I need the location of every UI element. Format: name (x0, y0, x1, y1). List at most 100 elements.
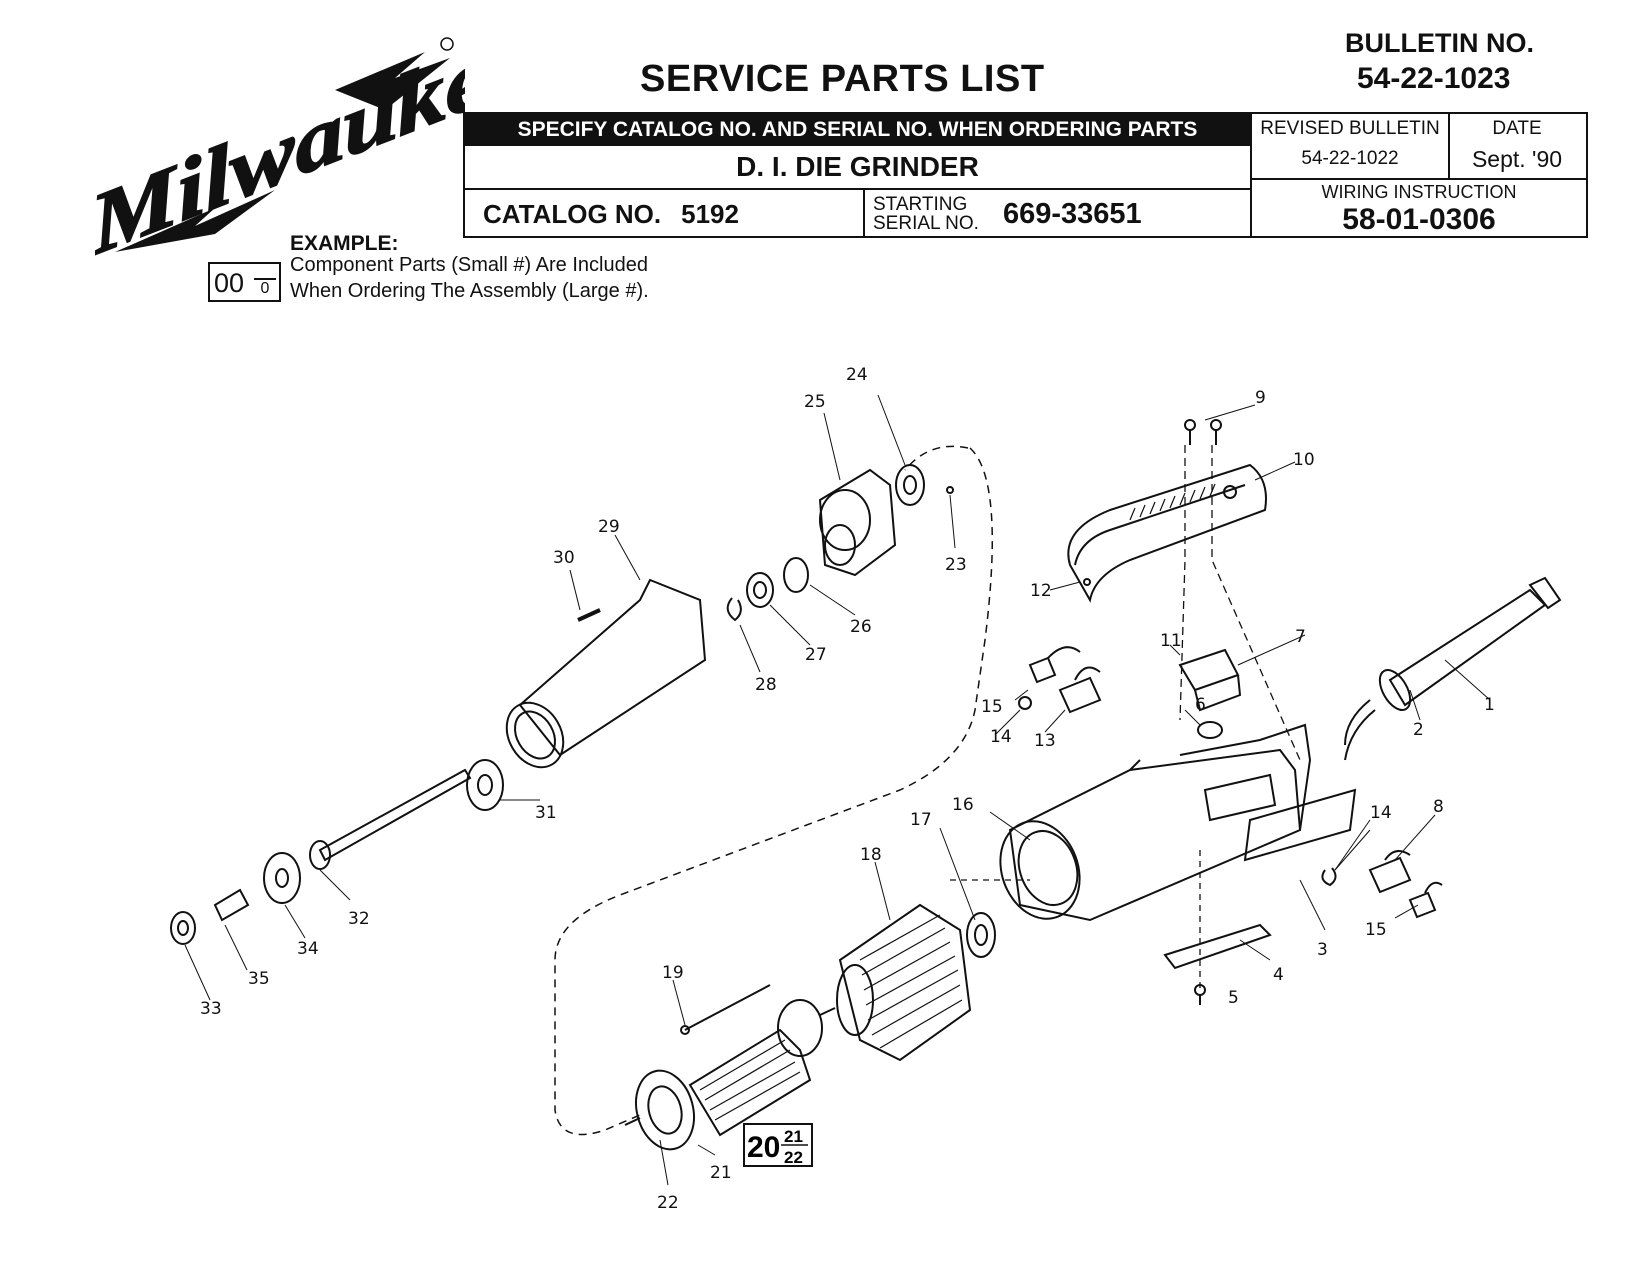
assembly-dashed-path (554, 447, 993, 1136)
part-label-19: 19 (662, 963, 684, 983)
example-line2: When Ordering The Assembly (Large #). (290, 280, 649, 302)
part-label-30: 30 (553, 548, 575, 568)
part-label-10: 10 (1293, 450, 1315, 470)
part-label-31: 31 (535, 803, 557, 823)
screws-9 (1184, 419, 1222, 445)
part-label-5: 5 (1228, 988, 1239, 1008)
assembly-main-number: 20 (747, 1131, 780, 1164)
through-bolt-19 (684, 984, 771, 1031)
assembly-sub-bottom: 22 (784, 1148, 803, 1167)
brush-holder-8 (1368, 850, 1412, 894)
bearing-24 (895, 464, 925, 506)
screw-12 (1083, 578, 1091, 586)
part-label-34: 34 (297, 939, 319, 959)
bearing-27 (746, 572, 774, 608)
part-label-24: 24 (846, 365, 868, 385)
spindle-housing-part (505, 578, 707, 769)
document-title: SERVICE PARTS LIST (640, 58, 1045, 100)
part-label-9: 9 (1255, 388, 1266, 408)
example-label: EXAMPLE: (290, 232, 399, 255)
switch-cover-part (1067, 463, 1267, 603)
part-label-6: 6 (1195, 695, 1206, 715)
motor-housing-part (999, 723, 1312, 922)
screw-30 (577, 608, 601, 622)
assembly-sub-top: 21 (784, 1127, 803, 1146)
part-label-7: 7 (1295, 627, 1306, 647)
bulletin-label: BULLETIN NO. (1345, 28, 1534, 58)
catalog-number: 5192 (681, 198, 739, 229)
part-label-25: 25 (804, 392, 826, 412)
part-label-13: 13 (1034, 731, 1056, 751)
date-cell: DATE Sept. '90 (1448, 114, 1586, 180)
armature-part (624, 999, 836, 1151)
brush-holder-13 (1058, 666, 1102, 714)
serial-cell: STARTING SERIAL NO. 669-33651 (865, 190, 1250, 238)
header-table: SPECIFY CATALOG NO. AND SERIAL NO. WHEN … (463, 112, 1588, 238)
example-box: 00 0 (208, 262, 281, 302)
product-name: D. I. DIE GRINDER (465, 146, 1250, 190)
bearing-31 (466, 759, 504, 811)
assembly-box-20: 20 21 22 (743, 1123, 813, 1167)
part-label-32: 32 (348, 909, 370, 929)
part-label-35: 35 (248, 969, 270, 989)
part-label-2: 2 (1413, 720, 1424, 740)
part-label-22: 22 (657, 1193, 679, 1213)
retaining-ring-28 (726, 597, 742, 622)
part-label-18: 18 (860, 845, 882, 865)
part-label-11: 11 (1160, 631, 1182, 651)
serial-label-line2: SERIAL NO. (873, 213, 979, 234)
serial-label: STARTING SERIAL NO. (873, 195, 979, 233)
date-value: Sept. '90 (1471, 146, 1563, 172)
part-label-28: 28 (755, 675, 777, 695)
nameplate-part (1243, 788, 1357, 862)
example-box-large: 00 (214, 268, 245, 298)
spring-14-lower (1321, 867, 1337, 887)
part-labels: 1 2 3 4 5 6 7 8 9 10 11 12 13 14 14 15 1… (200, 365, 1495, 1213)
specify-banner: SPECIFY CATALOG NO. AND SERIAL NO. WHEN … (465, 114, 1250, 146)
collar-34 (263, 852, 301, 904)
part-label-15-upper: 15 (981, 697, 1003, 717)
screw-23 (946, 486, 954, 494)
revised-number: 54-22-1022 (1301, 148, 1399, 169)
spring-14-upper (1018, 696, 1032, 710)
wiring-label: WIRING INSTRUCTION (1321, 182, 1517, 202)
part-label-26: 26 (850, 617, 872, 637)
brush-15-lower (1408, 881, 1443, 919)
part-label-29: 29 (598, 517, 620, 537)
bulletin-number: 54-22-1023 (1357, 62, 1511, 95)
date-label: DATE (1492, 118, 1542, 139)
part-label-8: 8 (1433, 797, 1444, 817)
part-label-3: 3 (1317, 940, 1328, 960)
part-label-14-upper: 14 (990, 727, 1012, 747)
part-label-14-lower: 14 (1370, 803, 1392, 823)
part-label-1: 1 (1484, 695, 1495, 715)
catalog-cell: CATALOG NO. 5192 (465, 190, 865, 238)
part-label-15-lower: 15 (1365, 920, 1387, 940)
example-line1: Component Parts (Small #) Are Included (290, 254, 648, 276)
milwaukee-logo: Milwaukee (95, 30, 465, 270)
part-label-17: 17 (910, 810, 932, 830)
serial-number: 669-33651 (1002, 197, 1142, 230)
revised-cell: REVISED BULLETIN 54-22-1022 (1250, 114, 1450, 180)
part-label-33: 33 (200, 999, 222, 1019)
field-part (836, 903, 972, 1062)
switch-part (1178, 648, 1242, 739)
collet-35 (213, 888, 250, 922)
bearing-17 (966, 912, 996, 958)
gear-26 (783, 557, 809, 593)
gear-case-part (818, 468, 897, 577)
part-label-27: 27 (805, 645, 827, 665)
example-box-small: 0 (254, 278, 276, 298)
part-label-21: 21 (710, 1163, 732, 1183)
serial-label-line1: STARTING (873, 194, 968, 215)
wiring-cell: WIRING INSTRUCTION 58-01-0306 (1250, 180, 1586, 238)
part-label-23: 23 (945, 555, 967, 575)
spindle-part (309, 768, 472, 870)
catalog-label: CATALOG NO. (483, 198, 662, 229)
cord-protector-part (1344, 576, 1562, 761)
part-label-4: 4 (1273, 965, 1284, 985)
part-label-16: 16 (952, 795, 974, 815)
wiring-number: 58-01-0306 (1342, 203, 1496, 236)
brush-15-upper (1028, 646, 1081, 684)
